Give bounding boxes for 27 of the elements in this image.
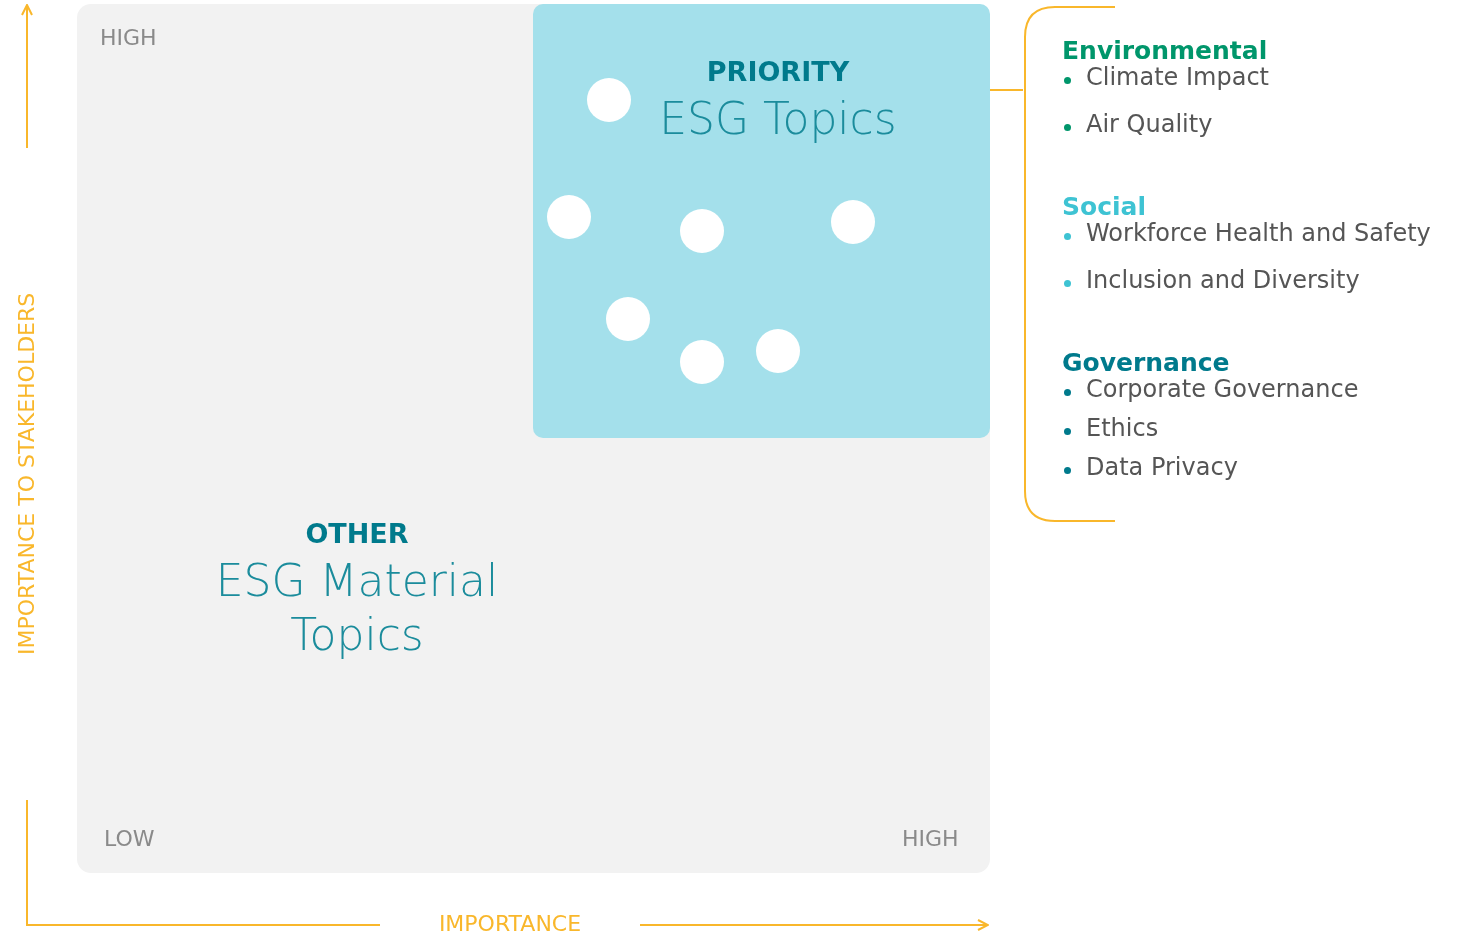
- quadrant-title: ESG Material Topics: [214, 554, 500, 662]
- axis-level-label: LOW: [104, 826, 155, 851]
- matrix-panel: [77, 4, 990, 873]
- connector-line: [989, 89, 1024, 91]
- topic-item: Climate Impact: [1086, 63, 1269, 91]
- topic-dot: [606, 297, 650, 341]
- topic-dot: [680, 340, 724, 384]
- category-heading: Social: [1062, 192, 1146, 221]
- axis-level-label: HIGH: [100, 25, 157, 50]
- topic-item: Workforce Health and Safety: [1086, 219, 1431, 247]
- topic-dot: [680, 209, 724, 253]
- topic-dot: [587, 78, 631, 122]
- quadrant-heading: PRIORITY: [705, 56, 851, 87]
- category-heading: Environmental: [1062, 36, 1268, 65]
- quadrant-heading: OTHER: [304, 518, 410, 549]
- topic-item: Ethics: [1086, 414, 1159, 442]
- quadrant-title: ESG Topics: [658, 92, 898, 146]
- topic-item: Inclusion and Diversity: [1086, 266, 1360, 294]
- topic-item: Corporate Governance: [1086, 375, 1359, 403]
- priority-quadrant: [533, 4, 990, 438]
- topic-dot: [547, 195, 591, 239]
- category-heading: Governance: [1062, 348, 1230, 377]
- topic-item: Air Quality: [1086, 110, 1213, 138]
- topic-item: Data Privacy: [1086, 453, 1238, 481]
- axis-level-label: HIGH: [902, 826, 959, 851]
- topic-dot: [756, 329, 800, 373]
- topic-dot: [831, 200, 875, 244]
